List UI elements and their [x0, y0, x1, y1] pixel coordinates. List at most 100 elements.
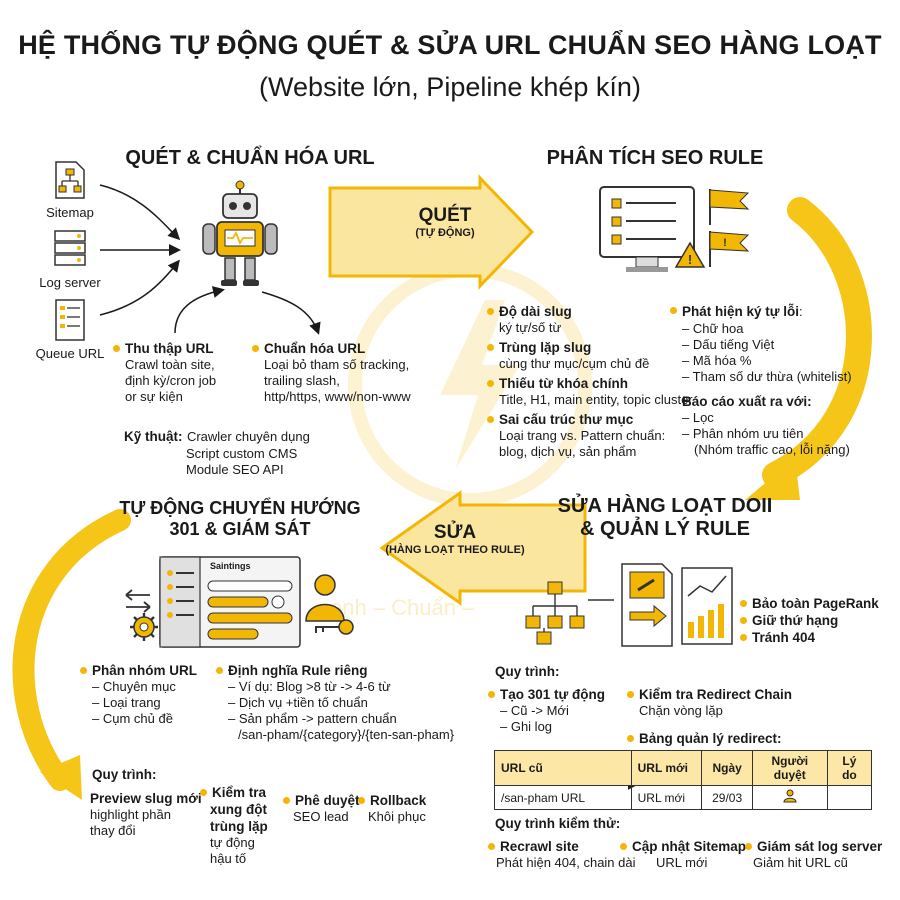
create-301-item: Cũ -> Mới	[500, 703, 628, 719]
benefit-item: Giữ thứ hạng	[740, 612, 890, 629]
error-title: Phát hiện ký tự lỗi	[682, 304, 800, 319]
rules-block: Định nghĩa Rule riêng Ví dụ: Blog >8 từ …	[216, 662, 476, 743]
robot-icon	[195, 180, 285, 290]
arrow-normalize	[261, 291, 321, 335]
arrow-sitemap	[99, 184, 181, 241]
group-item: Chuyên mục	[92, 679, 220, 695]
page-title: HỆ THỐNG TỰ ĐỘNG QUÉT & SỬA URL CHUẨN SE…	[18, 30, 882, 60]
rules-title: Định nghĩa Rule riêng	[216, 662, 476, 679]
arrow-scan-sub: (TỰ ĐỘNG)	[415, 227, 475, 239]
error-item: Mã hóa %	[682, 353, 870, 369]
watermark-text: anh – Chuẩn –	[330, 595, 475, 620]
redirect-process-label: Quy trình:	[92, 767, 157, 782]
step-title: xung đột	[210, 802, 267, 817]
test-desc: Phát hiện 404, chain dài	[496, 855, 636, 870]
server-icon	[52, 228, 88, 268]
table-header: URL cũ	[494, 750, 632, 786]
check-desc: ký tự/số từ	[499, 320, 562, 335]
redirect-step: Rollback Khôi phục	[358, 792, 443, 825]
report-title: Báo cáo xuất ra với:	[682, 394, 812, 409]
normalize-line: http/https, www/non-www	[264, 389, 411, 404]
group-item: Loại trang	[92, 695, 220, 711]
arrow-scan-title: QUÉT	[418, 205, 472, 226]
collect-title: Thu thập URL	[113, 340, 263, 357]
test-title: Cập nhật Sitemap	[620, 838, 750, 855]
error-item: Dấu tiếng Việt	[682, 337, 870, 353]
step-desc: Khôi phục	[368, 809, 426, 824]
error-block: Phát hiện ký tự lỗi: Chữ hoa Dấu tiếng V…	[670, 303, 870, 458]
check-title: Thiếu từ khóa chính	[487, 375, 687, 392]
test-label: Quy trình kiểm thử:	[495, 816, 621, 831]
tree-icon	[525, 581, 585, 645]
error-item: Tham số dư thừa (whitelist)	[682, 369, 870, 385]
chain-block: Kiểm tra Redirect Chain Chặn vòng lặp	[627, 686, 857, 719]
table-cell: URL mới	[630, 785, 703, 810]
table-header: Ngày	[701, 750, 753, 786]
tech-label: Kỹ thuật:	[124, 429, 183, 444]
page-subtitle: (Website lớn, Pipeline khép kín)	[259, 72, 641, 102]
report-note: (Nhóm traffic cao, lỗi nặng)	[694, 442, 850, 457]
test-title: Giám sát log server	[745, 838, 895, 855]
test-desc: Giảm hit URL cũ	[753, 855, 848, 870]
step-title: Phê duyệt	[283, 792, 368, 809]
table-header: URL mới	[630, 750, 703, 786]
table-header: Người duyệt	[751, 750, 828, 786]
panel-title: Saintings	[210, 561, 251, 571]
bulk-illustration	[522, 560, 737, 650]
arrow-curve-left	[12, 509, 131, 791]
redirect-heading: TỰ ĐỘNG CHUYỂN HƯỚNG 301 & GIÁM SÁT	[110, 498, 370, 540]
rules-item: Sản phẩm -> pattern chuẩn	[228, 711, 476, 727]
arrow-scan-shape	[328, 174, 535, 290]
redirect-step: Kiểm tra xung đột trùng lặp tự động hậu …	[200, 784, 290, 867]
source-log-label: Log server	[39, 275, 101, 290]
collect-line: Crawl toàn site,	[125, 357, 215, 372]
step-desc: hậu tố	[210, 851, 247, 866]
normalize-block: Chuẩn hóa URL Loại bỏ tham số tracking, …	[252, 340, 442, 405]
error-item: Chữ hoa	[682, 321, 870, 337]
redirect-heading-line2: 301 & GIÁM SÁT	[169, 519, 311, 539]
collect-line: định kỳ/cron job	[125, 373, 217, 388]
link-document-icon	[621, 563, 673, 647]
svg-text:!: !	[723, 237, 727, 249]
svg-text:!: !	[688, 252, 692, 267]
arrow-fix-sub: (HÀNG LOẠT THEO RULE)	[385, 544, 525, 556]
arrow-collect	[174, 286, 225, 334]
normalize-line: trailing slash,	[264, 373, 340, 388]
step-desc: tự động	[210, 835, 255, 850]
test-item: Recrawl site Phát hiện 404, chain dài	[488, 838, 638, 871]
test-item: Giám sát log server Giảm hit URL cũ	[745, 838, 895, 871]
check-desc: Loại trang vs. Pattern chuẩn:	[499, 428, 666, 443]
redirect-heading-line1: TỰ ĐỘNG CHUYỂN HƯỚNG	[119, 498, 361, 518]
check-title: Độ dài slug	[487, 303, 687, 320]
report-item: Lọc	[682, 410, 870, 426]
rules-item: Ví dụ: Blog >8 từ -> 4-6 từ	[228, 679, 476, 695]
create-301-block: Tạo 301 tự động Cũ -> Mới Ghi log	[488, 686, 628, 735]
group-item: Cụm chủ đề	[92, 711, 220, 727]
source-sitemap-label: Sitemap	[46, 205, 94, 220]
bulk-heading-line2: & QUẢN LÝ RULE	[580, 518, 750, 540]
bulk-heading: SỬA HÀNG LOẠT DOII & QUẢN LÝ RULE	[540, 495, 790, 541]
scan-heading: QUÉT & CHUẨN HÓA URL	[125, 147, 375, 169]
table-cell	[751, 785, 828, 810]
tech-line: Module SEO API	[186, 462, 284, 477]
flag-icon	[709, 189, 750, 210]
analysis-heading: PHÂN TÍCH SEO RULE	[546, 147, 764, 169]
seo-checks: Độ dài slug ký tự/số từ Trùng lặp slug c…	[487, 303, 693, 460]
step-title: Kiểm tra	[200, 784, 290, 801]
collect-line: or sự kiện	[125, 389, 183, 404]
rules-extra: /san-pham/{category}/{ten-san-pham}	[238, 727, 455, 742]
source-queue-label: Queue URL	[35, 346, 105, 361]
test-item: Cập nhật Sitemap URL mới	[620, 838, 750, 871]
table-cell: /san-pham URL	[494, 785, 632, 810]
table-title: Bảng quản lý redirect:	[627, 730, 782, 747]
table-cell: 29/03	[701, 785, 753, 810]
rules-item: Dịch vụ +tiền tố chuẩn	[228, 695, 476, 711]
step-title: trùng lặp	[210, 819, 268, 834]
gear-icon	[130, 613, 158, 641]
step-desc: highlight phần	[90, 807, 171, 822]
chain-desc: Chặn vòng lặp	[639, 703, 723, 718]
table-row: /san-pham URL URL mới 29/03	[494, 785, 873, 810]
chain-title: Kiểm tra Redirect Chain	[627, 686, 857, 703]
redirect-step: Phê duyệt SEO lead	[283, 792, 368, 825]
